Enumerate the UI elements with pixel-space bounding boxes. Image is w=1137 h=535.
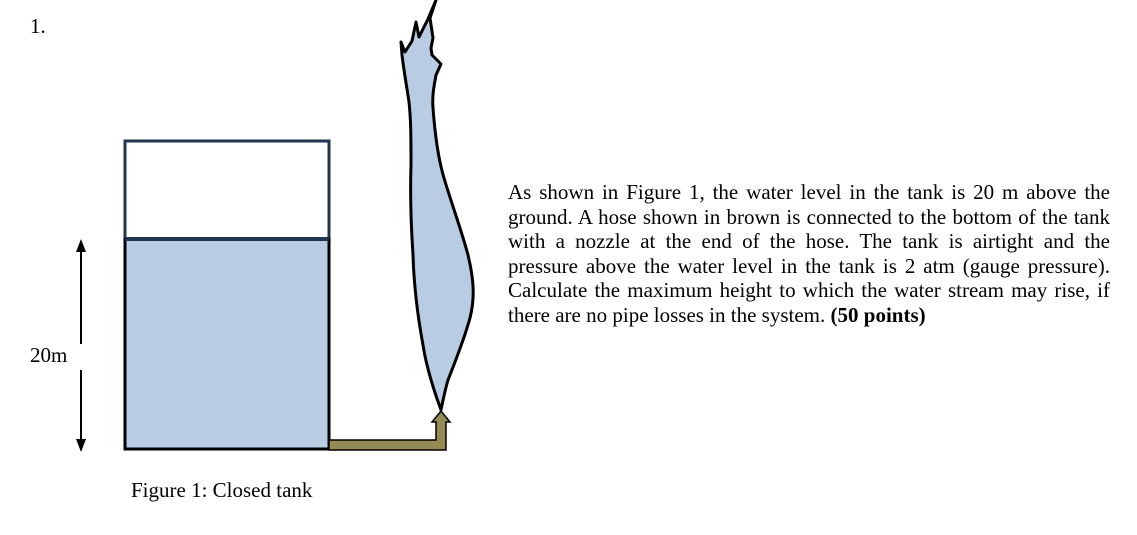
height-arrow-down — [76, 439, 86, 452]
problem-text: As shown in Figure 1, the water level in… — [508, 180, 1110, 327]
tank-air-space — [123, 139, 331, 241]
question-number: 1. — [30, 14, 46, 38]
tank-water — [123, 237, 331, 451]
points-value: (50 points) — [830, 302, 926, 327]
water-jet — [399, 0, 475, 412]
height-label: 20m — [30, 343, 68, 367]
height-arrow-up — [76, 239, 86, 252]
height-label-background — [28, 344, 84, 370]
figure-caption: Figure 1: Closed tank — [131, 478, 313, 502]
problem-statement: As shown in Figure 1, the water level in… — [508, 180, 1110, 327]
hose — [328, 409, 452, 451]
